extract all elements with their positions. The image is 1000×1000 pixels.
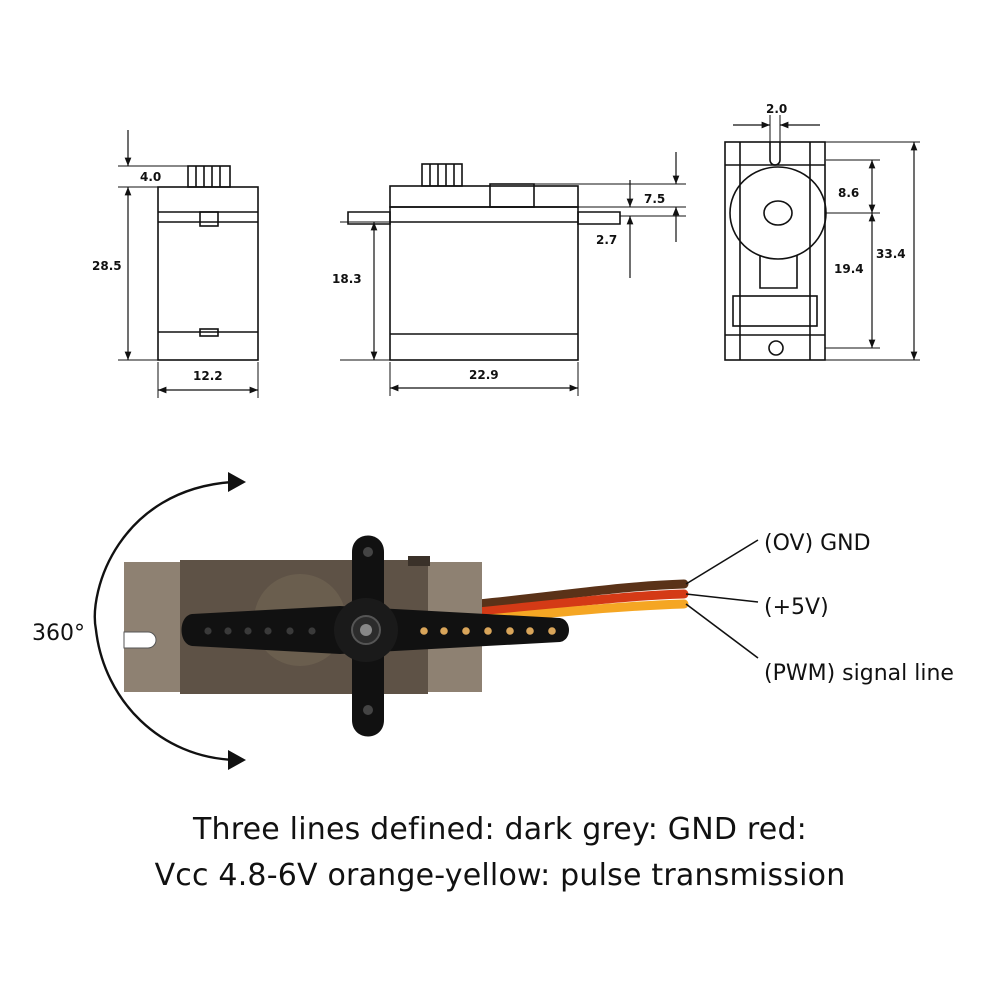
mount-slot-left <box>123 631 157 649</box>
side-width-dim: 12.2 <box>193 369 223 383</box>
top-overall-dim: 33.4 <box>876 247 906 261</box>
top-upper-dim: 8.6 <box>838 186 859 200</box>
rotation-label: 360° <box>32 621 85 646</box>
servo-wires <box>473 579 689 625</box>
servo-horn <box>181 535 569 737</box>
rotation-arrow-top-icon <box>228 472 246 492</box>
horn-holes-lit <box>420 627 556 635</box>
top-view-drawing <box>724 115 920 361</box>
wire-gnd <box>473 579 689 609</box>
front-view-spline <box>421 163 463 187</box>
front-tab-dim: 2.7 <box>596 233 617 247</box>
top-lower-dim: 19.4 <box>834 262 864 276</box>
front-height-dim: 18.3 <box>332 272 362 286</box>
top-hole-dim: 2.0 <box>766 102 787 116</box>
side-top-dim: 4.0 <box>140 170 161 184</box>
side-height-dim: 28.5 <box>92 259 122 273</box>
side-view-body <box>157 186 259 361</box>
front-width-dim: 22.9 <box>469 368 499 382</box>
wire-vcc <box>473 589 689 617</box>
front-view-drawing <box>340 152 686 396</box>
front-view-body <box>389 206 579 361</box>
wire-label-gnd: (OV) GND <box>764 531 871 556</box>
top-view-body <box>724 141 826 361</box>
front-top-dim: 7.5 <box>644 192 665 206</box>
wire-leaders <box>685 539 759 659</box>
wire-label-signal: (PWM) signal line <box>764 661 954 686</box>
top-view-boss <box>729 166 827 260</box>
rotation-arrow-bottom-icon <box>228 750 246 770</box>
caption-line-1: Three lines defined: dark grey: GND red: <box>193 812 807 847</box>
side-view-spline <box>187 165 231 188</box>
rotation-arc <box>93 480 237 762</box>
side-view-drawing <box>118 130 259 398</box>
wire-label-vcc: (+5V) <box>764 595 829 620</box>
caption-line-2: Vcc 4.8-6V orange-yellow: pulse transmis… <box>154 858 846 893</box>
